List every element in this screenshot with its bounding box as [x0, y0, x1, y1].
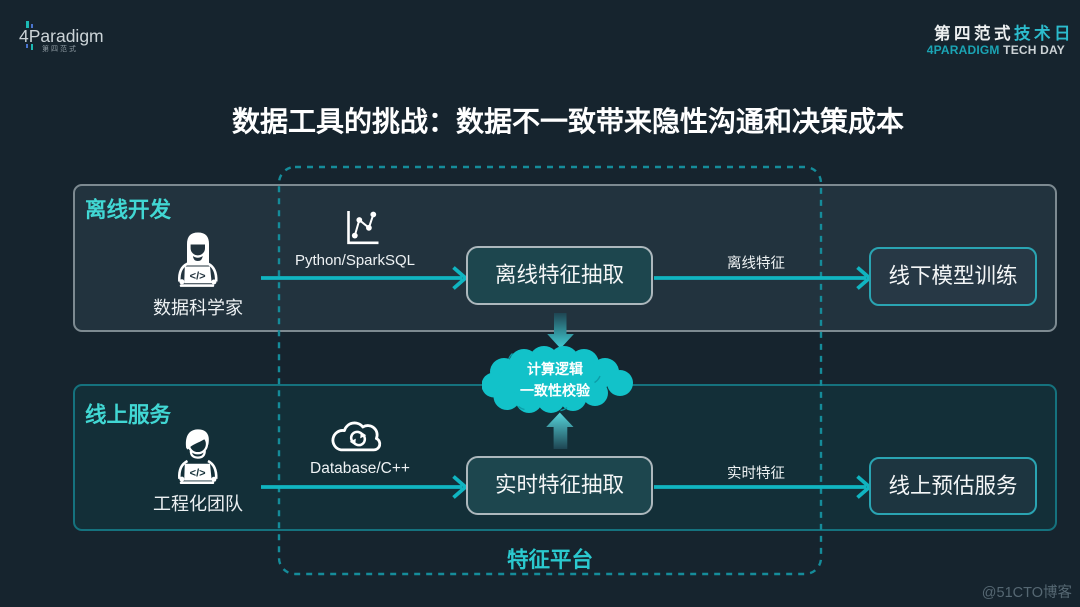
svg-text:计算逻辑: 计算逻辑: [527, 361, 583, 377]
svg-text:</>: </>: [190, 270, 206, 282]
svg-text:</>: </>: [190, 468, 206, 480]
svg-text:一致性校验: 一致性校验: [520, 383, 591, 399]
